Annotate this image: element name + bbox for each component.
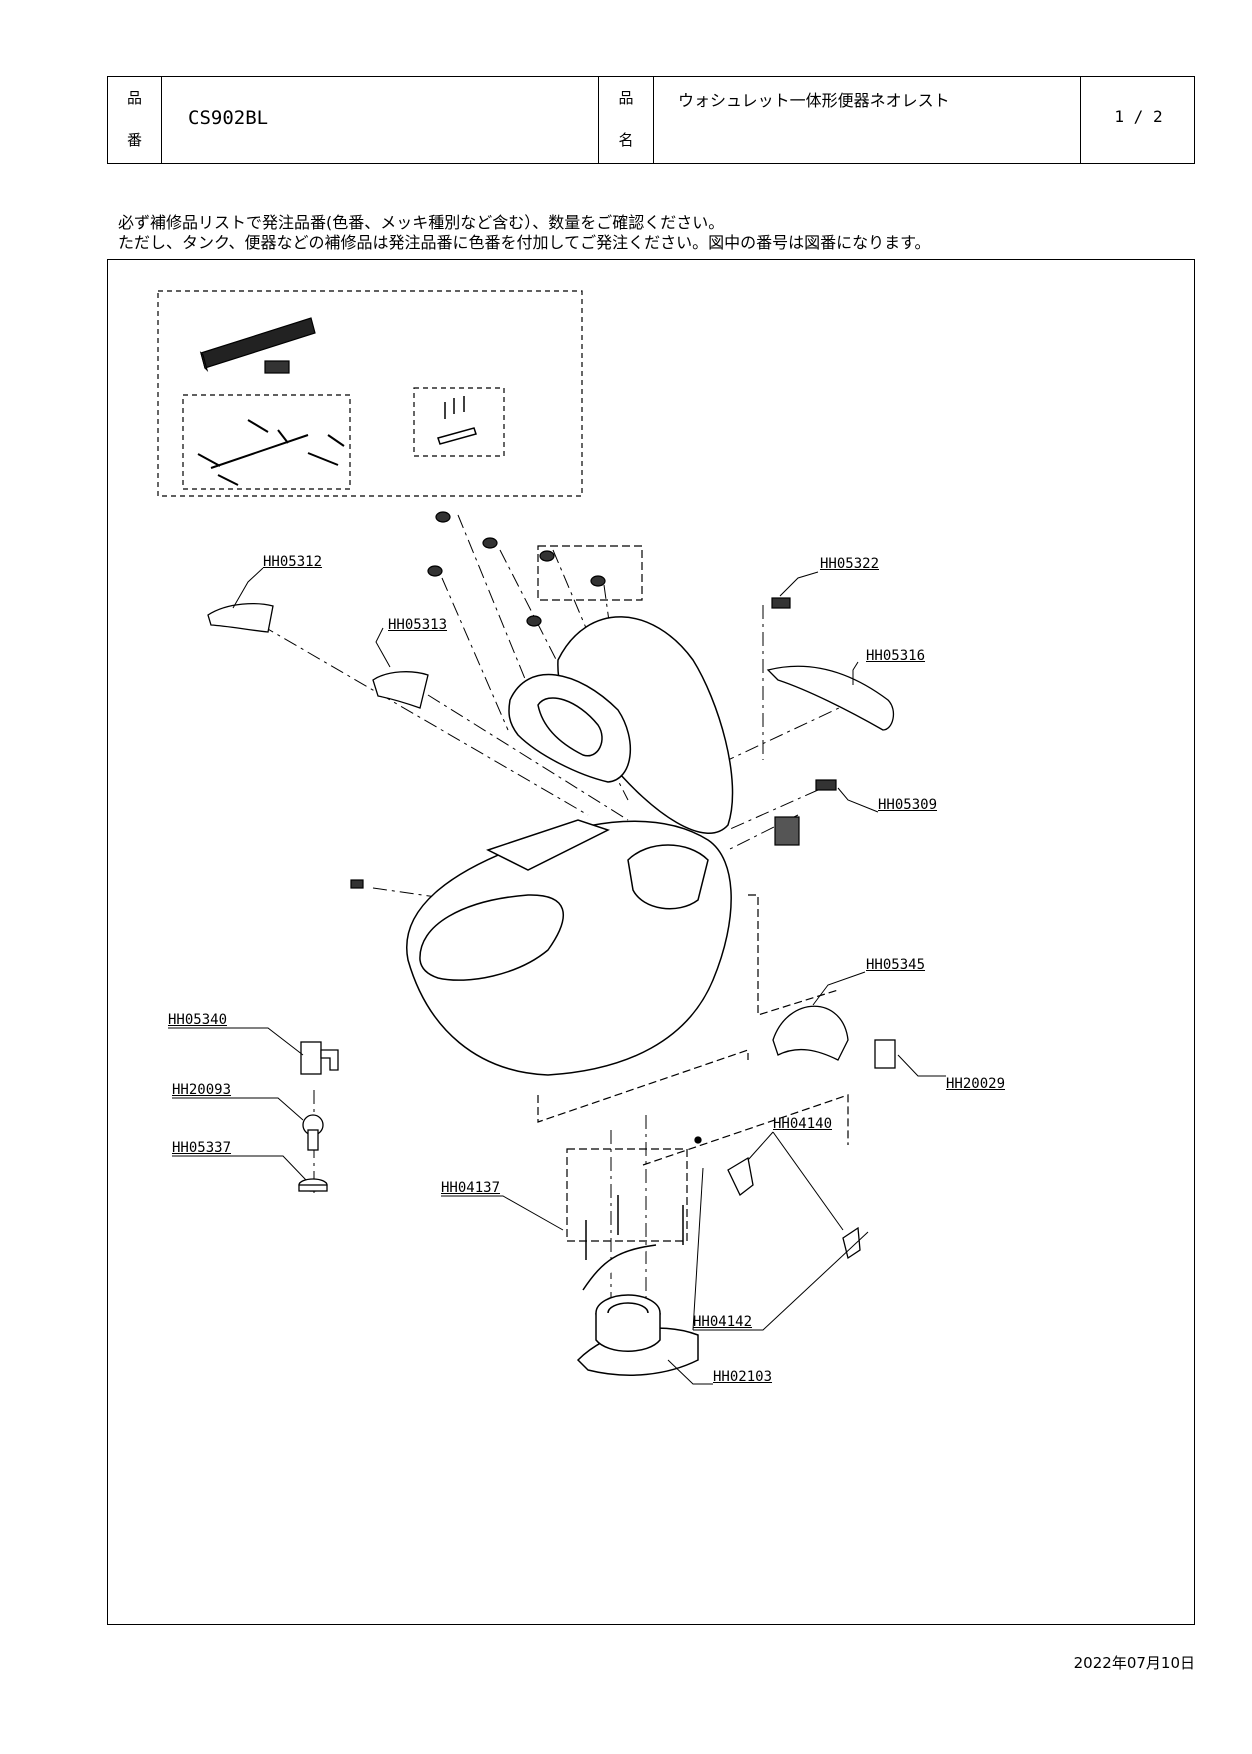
base-flange — [576, 1195, 699, 1376]
product-code-cell: CS902BL — [162, 77, 599, 163]
part-number-label: HH20029 — [946, 1076, 1006, 1092]
remote-bar-drawing — [199, 317, 316, 374]
toilet-bowl-drawing — [406, 819, 732, 1076]
part-number-label: HH05322 — [820, 556, 880, 572]
bracket-drawing — [197, 419, 345, 486]
accessory-group — [157, 290, 583, 497]
page-number: 1 / 2 — [1114, 107, 1163, 126]
exploded-diagram — [157, 290, 946, 1385]
product-code: CS902BL — [188, 107, 269, 129]
hinban-label-top: 品 — [126, 89, 142, 107]
hinmei-label-cell: 品 名 — [599, 77, 654, 163]
part-number-label: HH04140 — [773, 1116, 833, 1132]
page-cell: 1 / 2 — [1081, 77, 1196, 163]
note-line-1: 必ず補修品リストで発注品番(色番、メッキ種別など含む）、数量をご確認ください。 — [118, 213, 725, 232]
hinmei-label-bottom: 名 — [618, 131, 634, 149]
part-number-label: HH05340 — [168, 1012, 228, 1028]
screw-set-drawing — [437, 396, 477, 445]
part-number-label: HH05309 — [878, 797, 938, 813]
part-number-label: HH02103 — [713, 1369, 773, 1385]
part-number-label: HH04137 — [441, 1180, 501, 1196]
product-name: ウォシュレット一体形便器ネオレスト — [678, 91, 950, 110]
leader-lines — [168, 567, 946, 1385]
hinban-label-cell: 品 番 — [108, 77, 162, 163]
part-number-label: HH05312 — [263, 554, 323, 570]
exploded-diagram-frame: HH05312 HH05313 HH05322 HH05316 HH05309 … — [107, 259, 1195, 1625]
part-number-label: HH05313 — [388, 617, 448, 633]
part-number-label: HH05337 — [172, 1140, 232, 1156]
part-number-label: HH05316 — [866, 648, 926, 664]
right-brackets — [694, 1136, 861, 1260]
part-number-label: HH05345 — [866, 957, 926, 973]
product-name-cell: ウォシュレット一体形便器ネオレスト — [654, 77, 1081, 163]
valve-assembly — [298, 1041, 339, 1192]
note-line-2: ただし、タンク、便器などの補修品は発注品番に色番を付加してご発注ください。図中の… — [118, 233, 931, 252]
toilet-lid-drawing — [508, 616, 734, 834]
cover-parts — [207, 603, 896, 1069]
hinban-label-bottom: 番 — [126, 131, 142, 149]
hinmei-label-top: 品 — [618, 89, 634, 107]
issue-date: 2022年07月10日 — [1073, 1654, 1195, 1672]
small-parts — [350, 511, 837, 889]
dashed-boxes — [537, 545, 849, 1242]
part-number-label: HH04142 — [693, 1314, 753, 1330]
header-table: 品 番 CS902BL 品 名 ウォシュレット一体形便器ネオレスト 1 / 2 — [107, 76, 1195, 164]
part-number-label: HH20093 — [172, 1082, 232, 1098]
